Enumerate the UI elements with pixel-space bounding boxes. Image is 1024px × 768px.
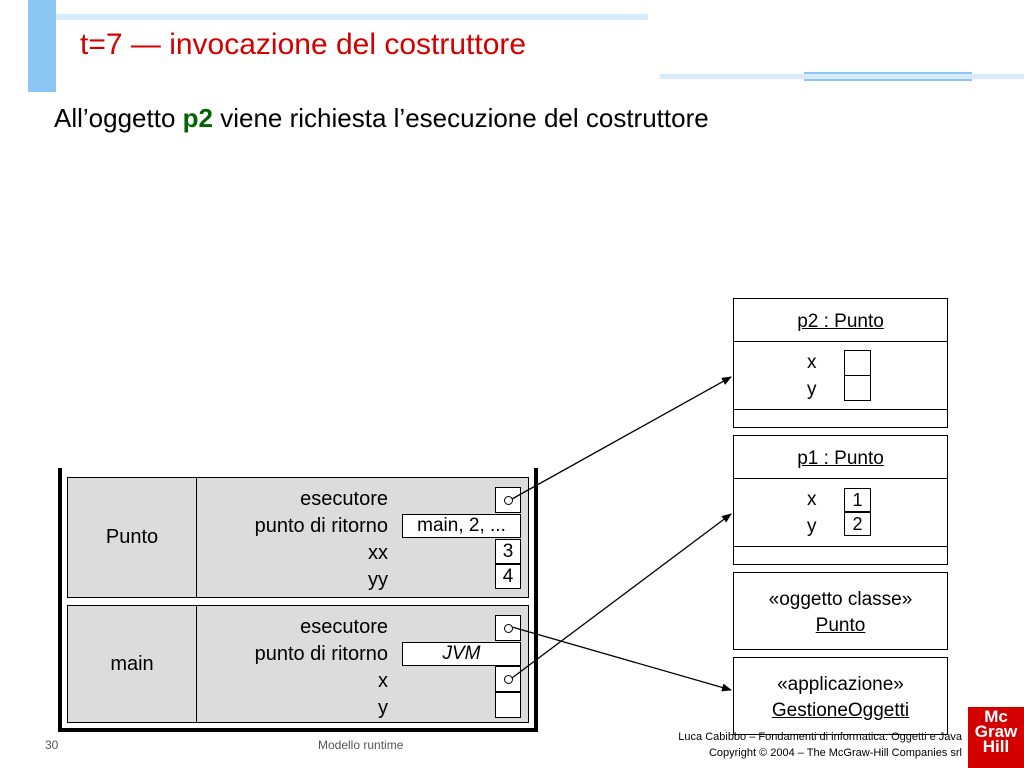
label-y: y bbox=[378, 697, 388, 719]
credit-block: Luca Cabibbo – Fondamenti di informatica… bbox=[678, 729, 962, 761]
credit-author: Luca Cabibbo – Fondamenti di informatica… bbox=[678, 731, 962, 743]
section-label: Modello runtime bbox=[318, 738, 404, 752]
application-name: GestioneOggetti bbox=[771, 700, 910, 721]
stereotype-label: «oggetto classe» bbox=[768, 589, 913, 610]
divider bbox=[734, 341, 947, 342]
header-bar-top bbox=[56, 14, 648, 20]
object-title: p2 : Punto bbox=[797, 311, 884, 332]
return-point-cell: main, 2, ... bbox=[402, 514, 521, 538]
divider bbox=[734, 478, 947, 479]
subtitle-bold: p2 bbox=[182, 103, 213, 133]
stack-wall-left bbox=[58, 468, 62, 732]
label-punto-di-ritorno: punto di ritorno bbox=[254, 515, 388, 537]
reference-dot bbox=[503, 674, 513, 684]
field-x-value bbox=[844, 350, 871, 376]
label-x: x bbox=[378, 670, 388, 692]
slide-title: t=7 — invocazione del costruttore bbox=[80, 28, 527, 61]
object-class-punto: «oggetto classe» Punto bbox=[733, 572, 948, 650]
object-application: «applicazione» GestioneOggetti bbox=[733, 657, 948, 735]
stack-frame-main: main esecutore punto di ritorno x y JVM bbox=[67, 605, 529, 723]
xx-cell: 3 bbox=[495, 539, 521, 564]
header-bar-vertical bbox=[28, 0, 56, 92]
logo-line: Hill bbox=[982, 737, 1010, 756]
logo-line: Graw bbox=[974, 722, 1018, 741]
y-cell bbox=[495, 692, 521, 718]
arrow-main-x-to-p1 bbox=[511, 513, 732, 679]
reference-dot bbox=[503, 495, 513, 505]
header-bar-right-thin bbox=[660, 74, 1024, 79]
esecutore-cell bbox=[495, 615, 521, 641]
logo-line: Mc bbox=[984, 707, 1008, 726]
object-p2: p2 : Punto x y bbox=[733, 298, 948, 428]
frame-labels-main: esecutore punto di ritorno x y bbox=[198, 616, 388, 726]
return-point-cell: JVM bbox=[402, 642, 521, 666]
subtitle-pre: All’oggetto bbox=[54, 103, 183, 133]
object-title: p1 : Punto bbox=[797, 448, 884, 469]
mcgraw-hill-logo: Mc Graw Hill bbox=[968, 707, 1024, 768]
label-esecutore: esecutore bbox=[300, 488, 388, 510]
stack-frame-punto: Punto esecutore punto di ritorno xx yy m… bbox=[67, 477, 529, 598]
x-cell bbox=[495, 666, 521, 692]
page-number: 30 bbox=[45, 738, 59, 752]
frame-labels-punto: esecutore punto di ritorno xx yy bbox=[198, 488, 388, 598]
label-yy: yy bbox=[368, 569, 388, 591]
label-punto-di-ritorno: punto di ritorno bbox=[254, 643, 388, 665]
field-y-value bbox=[844, 375, 871, 401]
yy-cell: 4 bbox=[495, 564, 521, 589]
slide-subtitle: All’oggetto p2 viene richiesta l’esecuzi… bbox=[54, 103, 709, 134]
esecutore-cell bbox=[495, 487, 521, 513]
stack-wall-bottom bbox=[58, 728, 538, 732]
object-p1: p1 : Punto x y 1 2 bbox=[733, 435, 948, 565]
class-name: Punto bbox=[815, 615, 866, 636]
field-y: y bbox=[807, 516, 817, 537]
credit-copyright: Copyright © 2004 – The McGraw-Hill Compa… bbox=[708, 747, 962, 759]
field-x: x bbox=[807, 352, 817, 373]
field-x: x bbox=[807, 489, 817, 510]
frame-name-main: main bbox=[68, 606, 197, 722]
frame-name-punto: Punto bbox=[68, 478, 197, 597]
arrow-main-esecutore-to-application bbox=[511, 626, 732, 692]
field-y-value: 2 bbox=[844, 512, 871, 536]
label-xx: xx bbox=[368, 542, 388, 564]
arrow-punto-esecutore-to-p2 bbox=[511, 376, 732, 500]
divider bbox=[734, 409, 947, 410]
field-x-value: 1 bbox=[844, 488, 871, 512]
label-esecutore: esecutore bbox=[300, 616, 388, 638]
divider bbox=[734, 546, 947, 547]
subtitle-post: viene richiesta l’esecuzione del costrut… bbox=[213, 103, 709, 133]
reference-dot bbox=[503, 623, 513, 633]
stereotype-label: «applicazione» bbox=[777, 674, 904, 695]
field-y: y bbox=[807, 379, 817, 400]
stack-wall-right bbox=[534, 468, 538, 732]
